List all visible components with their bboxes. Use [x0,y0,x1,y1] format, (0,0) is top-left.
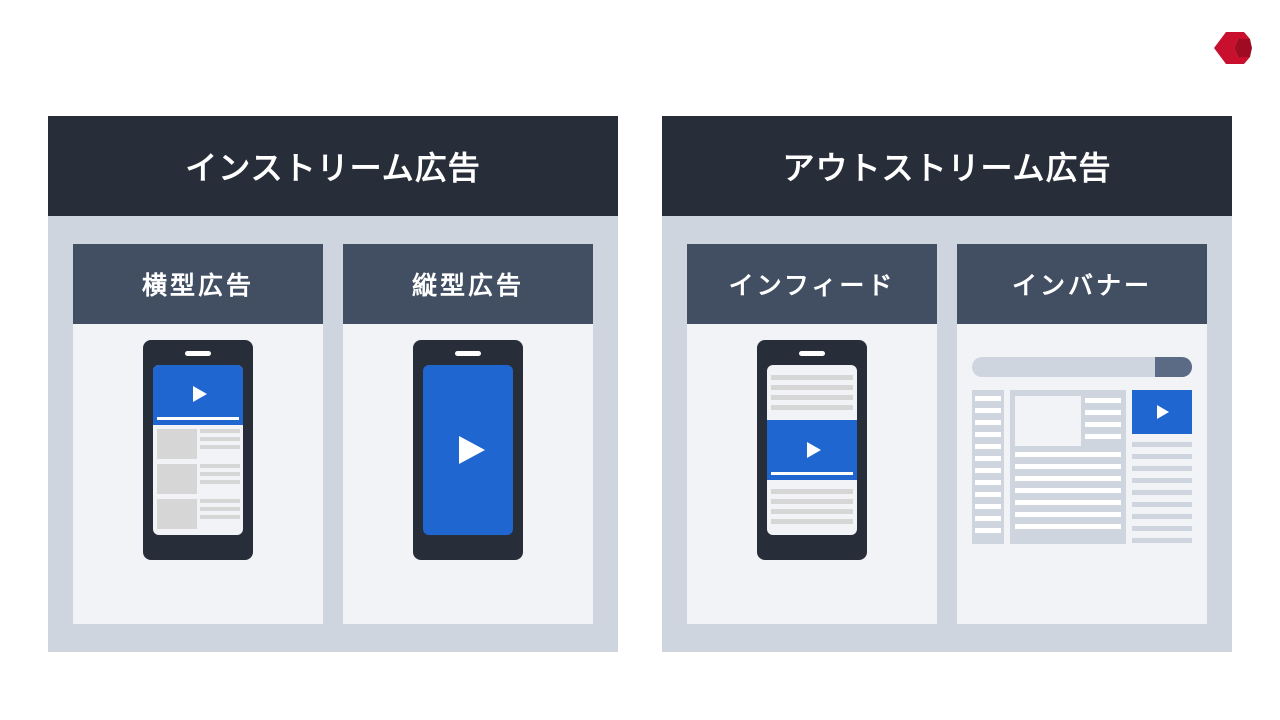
vertical-ad-card-title: 縦型広告 [411,271,524,300]
phone-vertical-video-icon [413,340,523,560]
brand-logo [1210,30,1254,66]
infeed-ad-card-header: インフィード [687,244,937,324]
inbanner-ad-card-header: インバナー [957,244,1207,324]
inbanner-ad-card-title: インバナー [1011,271,1152,300]
infeed-ad-card-title: インフィード [728,271,896,300]
vertical-ad-card: 縦型広告 [343,244,593,624]
horizontal-ad-card-header: 横型広告 [73,244,323,324]
phone-horizontal-video-icon [143,340,253,560]
instream-ads-panel: インストリーム広告 横型広告 [48,116,618,652]
horizontal-ad-illustration [73,324,323,624]
horizontal-ad-card-title: 横型広告 [141,271,254,300]
webpage-inbanner-video-icon [972,357,1192,544]
brand-logo-icon [1214,32,1252,64]
infeed-ad-illustration [687,324,937,624]
vertical-ad-card-header: 縦型広告 [343,244,593,324]
outstream-ads-title: アウトストリーム広告 [782,149,1112,187]
instream-ads-header: インストリーム広告 [48,116,618,216]
outstream-ads-header: アウトストリーム広告 [662,116,1232,216]
infeed-ad-card: インフィード [687,244,937,624]
inbanner-ad-card: インバナー [957,244,1207,624]
inbanner-ad-illustration [957,324,1207,624]
outstream-ads-panel: アウトストリーム広告 インフィード [662,116,1232,652]
phone-infeed-video-icon [757,340,867,560]
instream-ads-title: インストリーム広告 [185,149,481,187]
vertical-ad-illustration [343,324,593,624]
horizontal-ad-card: 横型広告 [73,244,323,624]
